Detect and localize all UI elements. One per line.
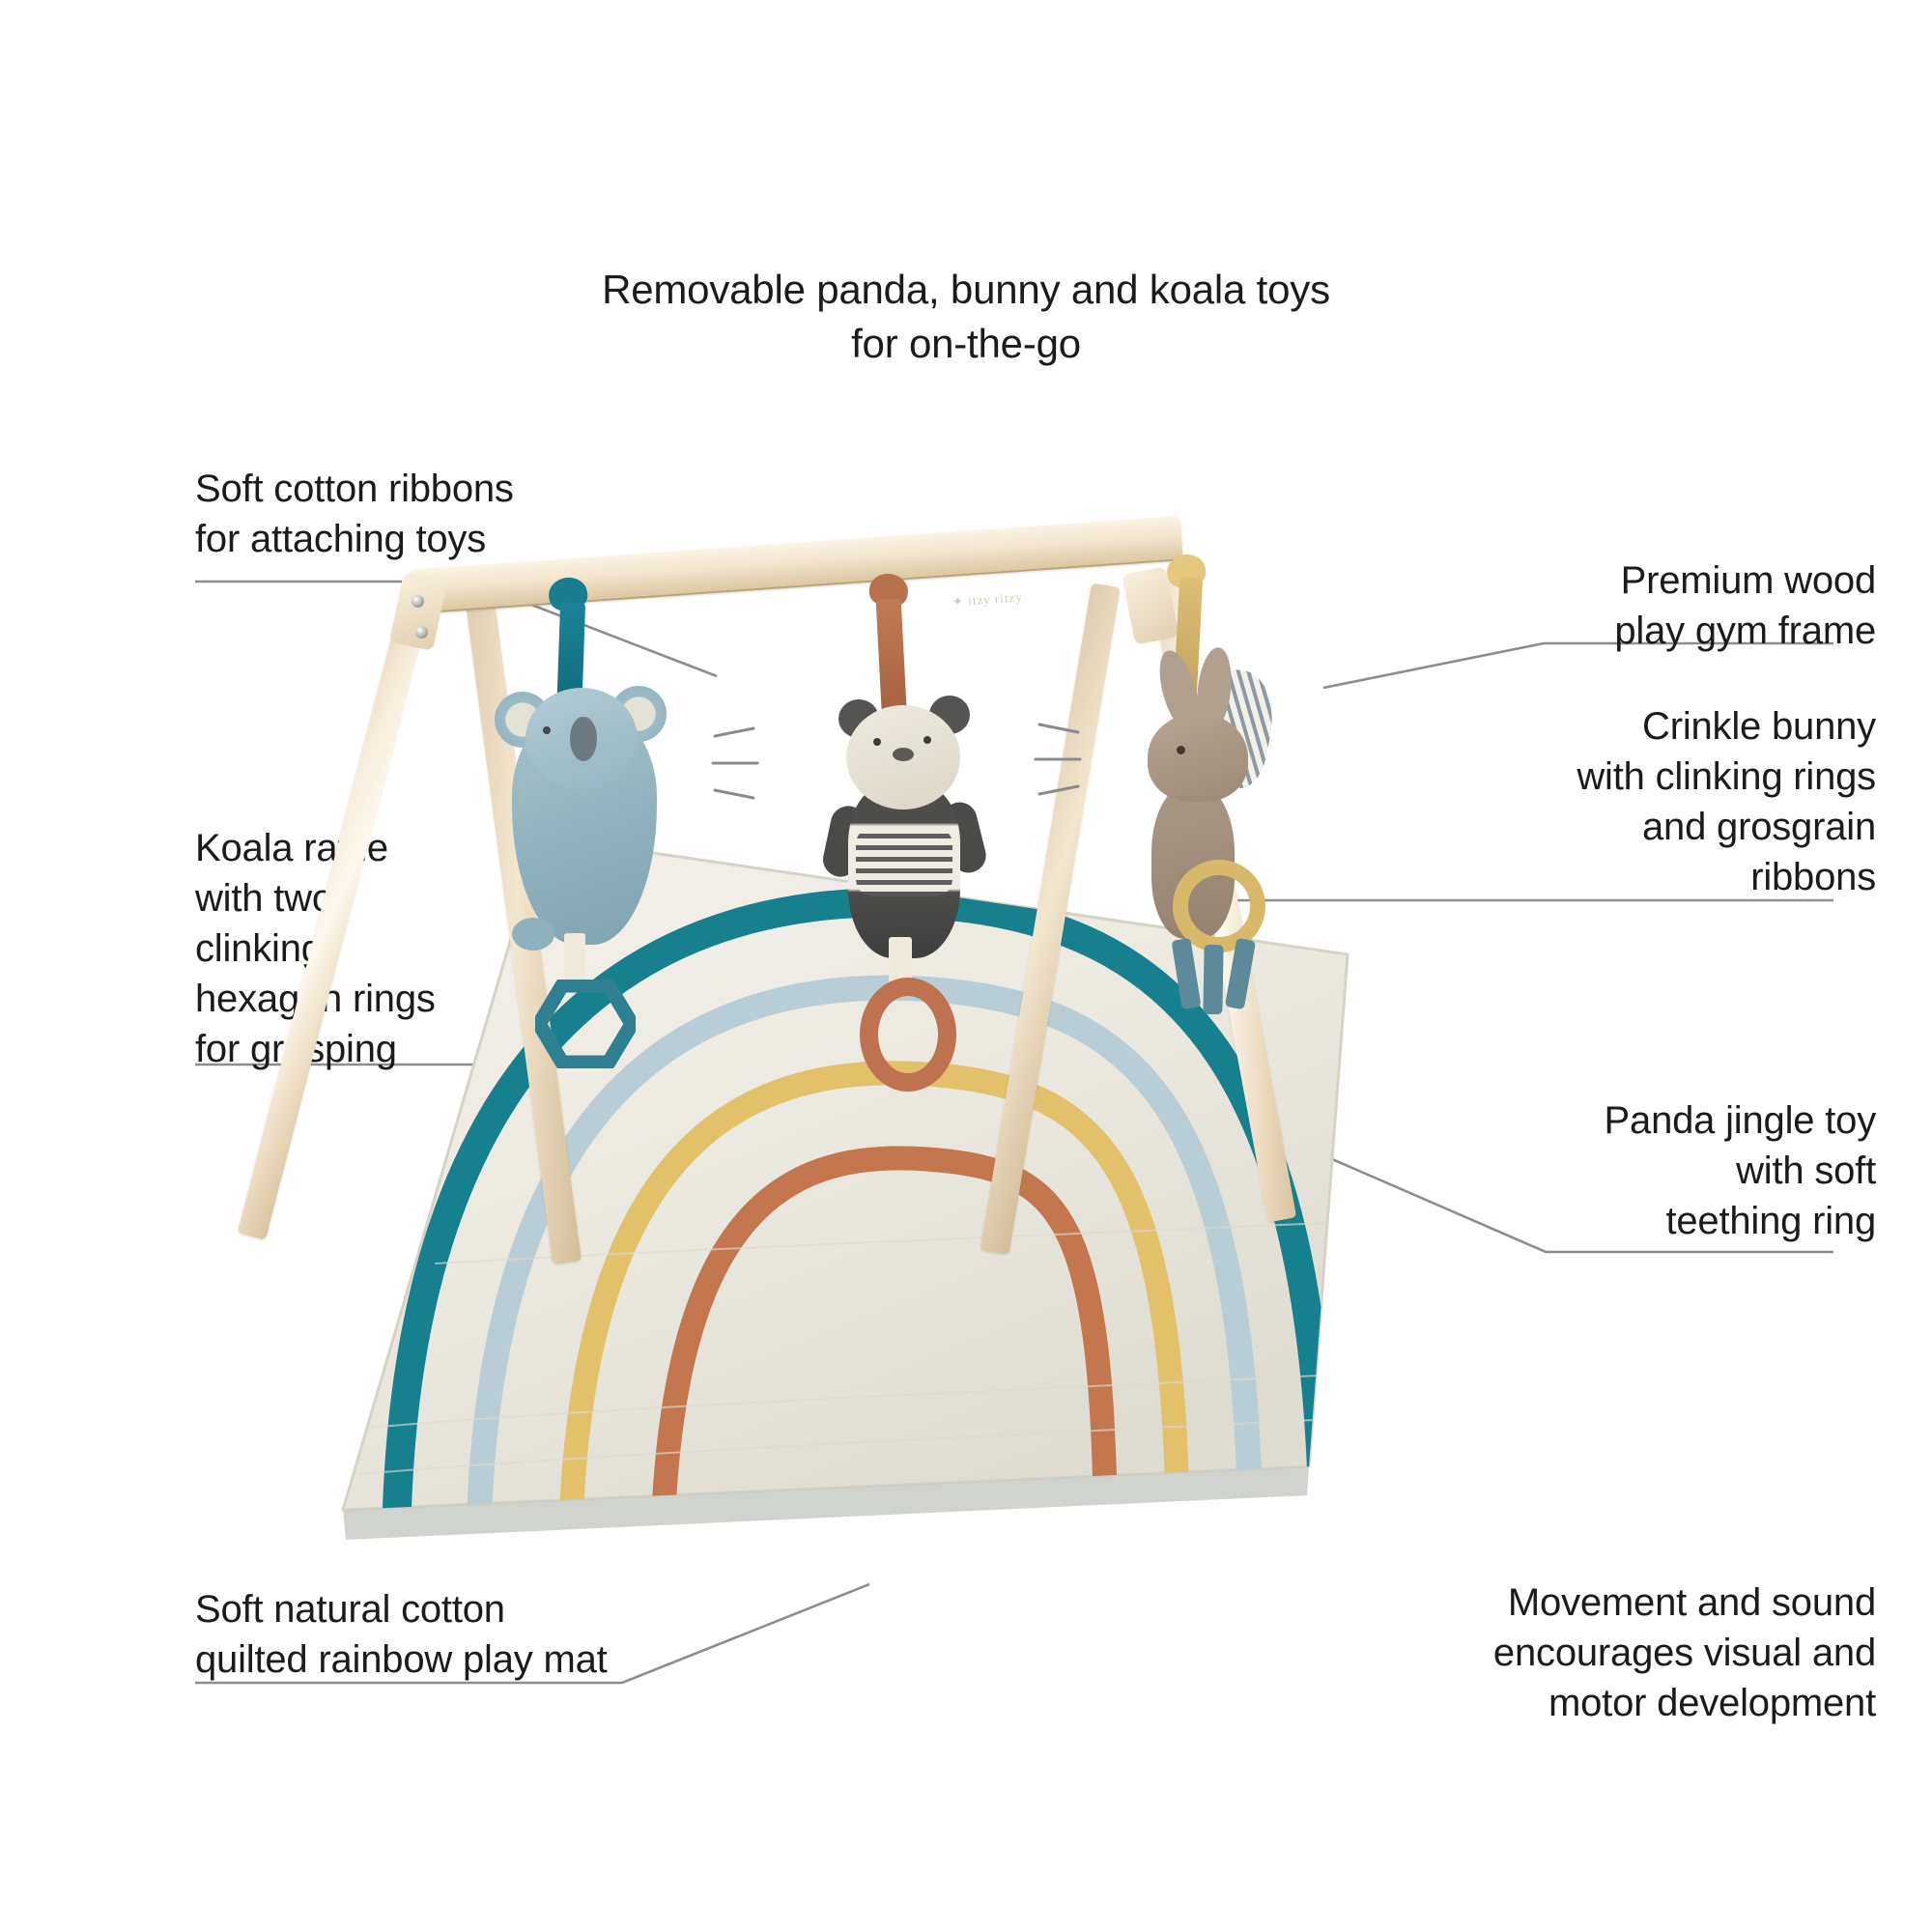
panda-jingle-toy xyxy=(819,571,1014,1148)
bunny-eye xyxy=(1177,746,1185,754)
bunny-grosgrain-ribbon xyxy=(1171,937,1202,1010)
callout-soft-cotton-ribbons: Soft cotton ribbons for attaching toys xyxy=(195,468,514,560)
koala-ring-connector xyxy=(564,933,585,987)
callout-play-mat: Soft natural cotton quilted rainbow play… xyxy=(195,1588,608,1681)
callout-panda-jingle-toy: Panda jingle toy with soft teething ring xyxy=(1604,1099,1877,1242)
panda-eye-right xyxy=(923,736,931,744)
koala-hexagon-ring xyxy=(535,980,636,1068)
screw-icon xyxy=(415,626,428,639)
headline-text: Removable panda, bunny and koala toys fo… xyxy=(602,267,1330,367)
screw-icon xyxy=(412,595,424,608)
frame-joint-left xyxy=(388,572,448,651)
koala-rattle-toy xyxy=(495,575,692,1121)
panda-teething-ring xyxy=(860,978,956,1092)
bunny-grosgrain-ribbon xyxy=(1203,944,1224,1015)
callout-crinkle-bunny: Crinkle bunny with clinking rings and gr… xyxy=(1577,705,1876,898)
crinkle-bunny-toy xyxy=(1130,551,1333,1095)
callout-movement-and-sound: Movement and sound encourages visual and… xyxy=(1492,1581,1876,1724)
koala-limb xyxy=(512,918,554,951)
panda-nose xyxy=(893,748,914,761)
koala-nose xyxy=(570,717,597,761)
panda-striped-shirt xyxy=(856,827,952,896)
koala-eye xyxy=(543,726,551,734)
bunny-head xyxy=(1148,713,1248,802)
callout-premium-wood-frame: Premium wood play gym frame xyxy=(1614,559,1876,652)
sound-sparkle-icon xyxy=(1034,723,1082,796)
mat-edge xyxy=(343,1466,1309,1540)
panda-eye-left xyxy=(873,738,881,746)
sound-sparkle-icon xyxy=(711,726,759,800)
